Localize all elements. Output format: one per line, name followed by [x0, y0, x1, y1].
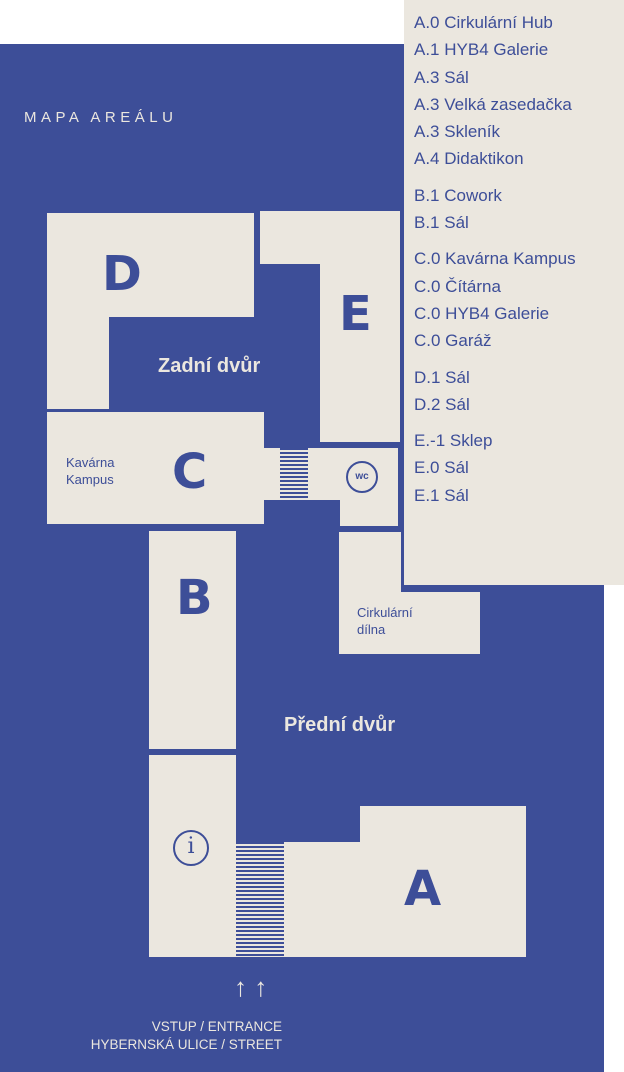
legend-item: E.0 Sál: [414, 458, 469, 478]
wc-block: [308, 448, 340, 500]
building-d-wing: [47, 317, 109, 409]
building-a[interactable]: [284, 842, 526, 957]
building-c-letter: C: [172, 444, 208, 500]
legend-item: C.0 Čítárna: [414, 276, 501, 296]
building-d[interactable]: [47, 213, 254, 317]
building-a-letter: A: [404, 861, 442, 917]
stairs-icon: [280, 448, 308, 500]
kavarna-kampus-label: Kavárna Kampus: [66, 455, 115, 487]
legend-item: A.1 HYB4 Galerie: [414, 40, 549, 60]
predni-dvur-label: Přední dvůr: [284, 714, 396, 736]
building-e-letter: E: [339, 286, 372, 342]
building-d-letter: D: [102, 246, 142, 302]
building-e[interactable]: [260, 211, 400, 264]
street-label: HYBERNSKÁ ULICE / STREET: [90, 1037, 282, 1052]
zadni-dvur-label: Zadní dvůr: [158, 355, 261, 377]
legend-item: D.2 Sál: [414, 394, 470, 414]
entrance-label: VSTUP / ENTRANCE: [151, 1019, 282, 1034]
entrance-stairs-icon: [236, 842, 284, 957]
building-c-connector: [264, 448, 280, 500]
legend-item: C.0 Garáž: [414, 331, 492, 351]
building-c[interactable]: [47, 412, 264, 524]
map-title: MAPA AREÁLU: [24, 109, 178, 126]
legend-item: D.1 Sál: [414, 367, 470, 387]
building-e-wing: [320, 264, 400, 442]
legend-item: B.1 Sál: [414, 213, 469, 233]
legend-item: C.0 Kavárna Kampus: [414, 249, 576, 269]
legend-item: E.-1 Sklep: [414, 431, 493, 451]
cirkularni-dilna-wing: [339, 592, 480, 654]
legend-item: E.1 Sál: [414, 485, 469, 505]
building-b-letter: B: [176, 570, 213, 626]
building-a-upper: [360, 806, 526, 846]
legend-item: A.4 Didaktikon: [414, 149, 524, 169]
wc-icon: WC: [346, 461, 378, 493]
legend-item: A.3 Sál: [414, 67, 469, 87]
arrow-up-icon: ↑ ↑: [234, 972, 268, 1002]
building-b[interactable]: [149, 531, 236, 749]
legend-item: A.3 Skleník: [414, 122, 500, 142]
legend-item: A.3 Velká zasedačka: [414, 94, 572, 114]
legend-item: C.0 HYB4 Galerie: [414, 303, 550, 323]
legend-panel: [404, 0, 624, 585]
info-icon: i: [173, 830, 209, 866]
cirkularni-dilna-label: Cirkulární dílna: [357, 605, 413, 637]
legend-item: A.0 Cirkulární Hub: [414, 13, 553, 32]
legend-item: B.1 Cowork: [414, 185, 502, 205]
